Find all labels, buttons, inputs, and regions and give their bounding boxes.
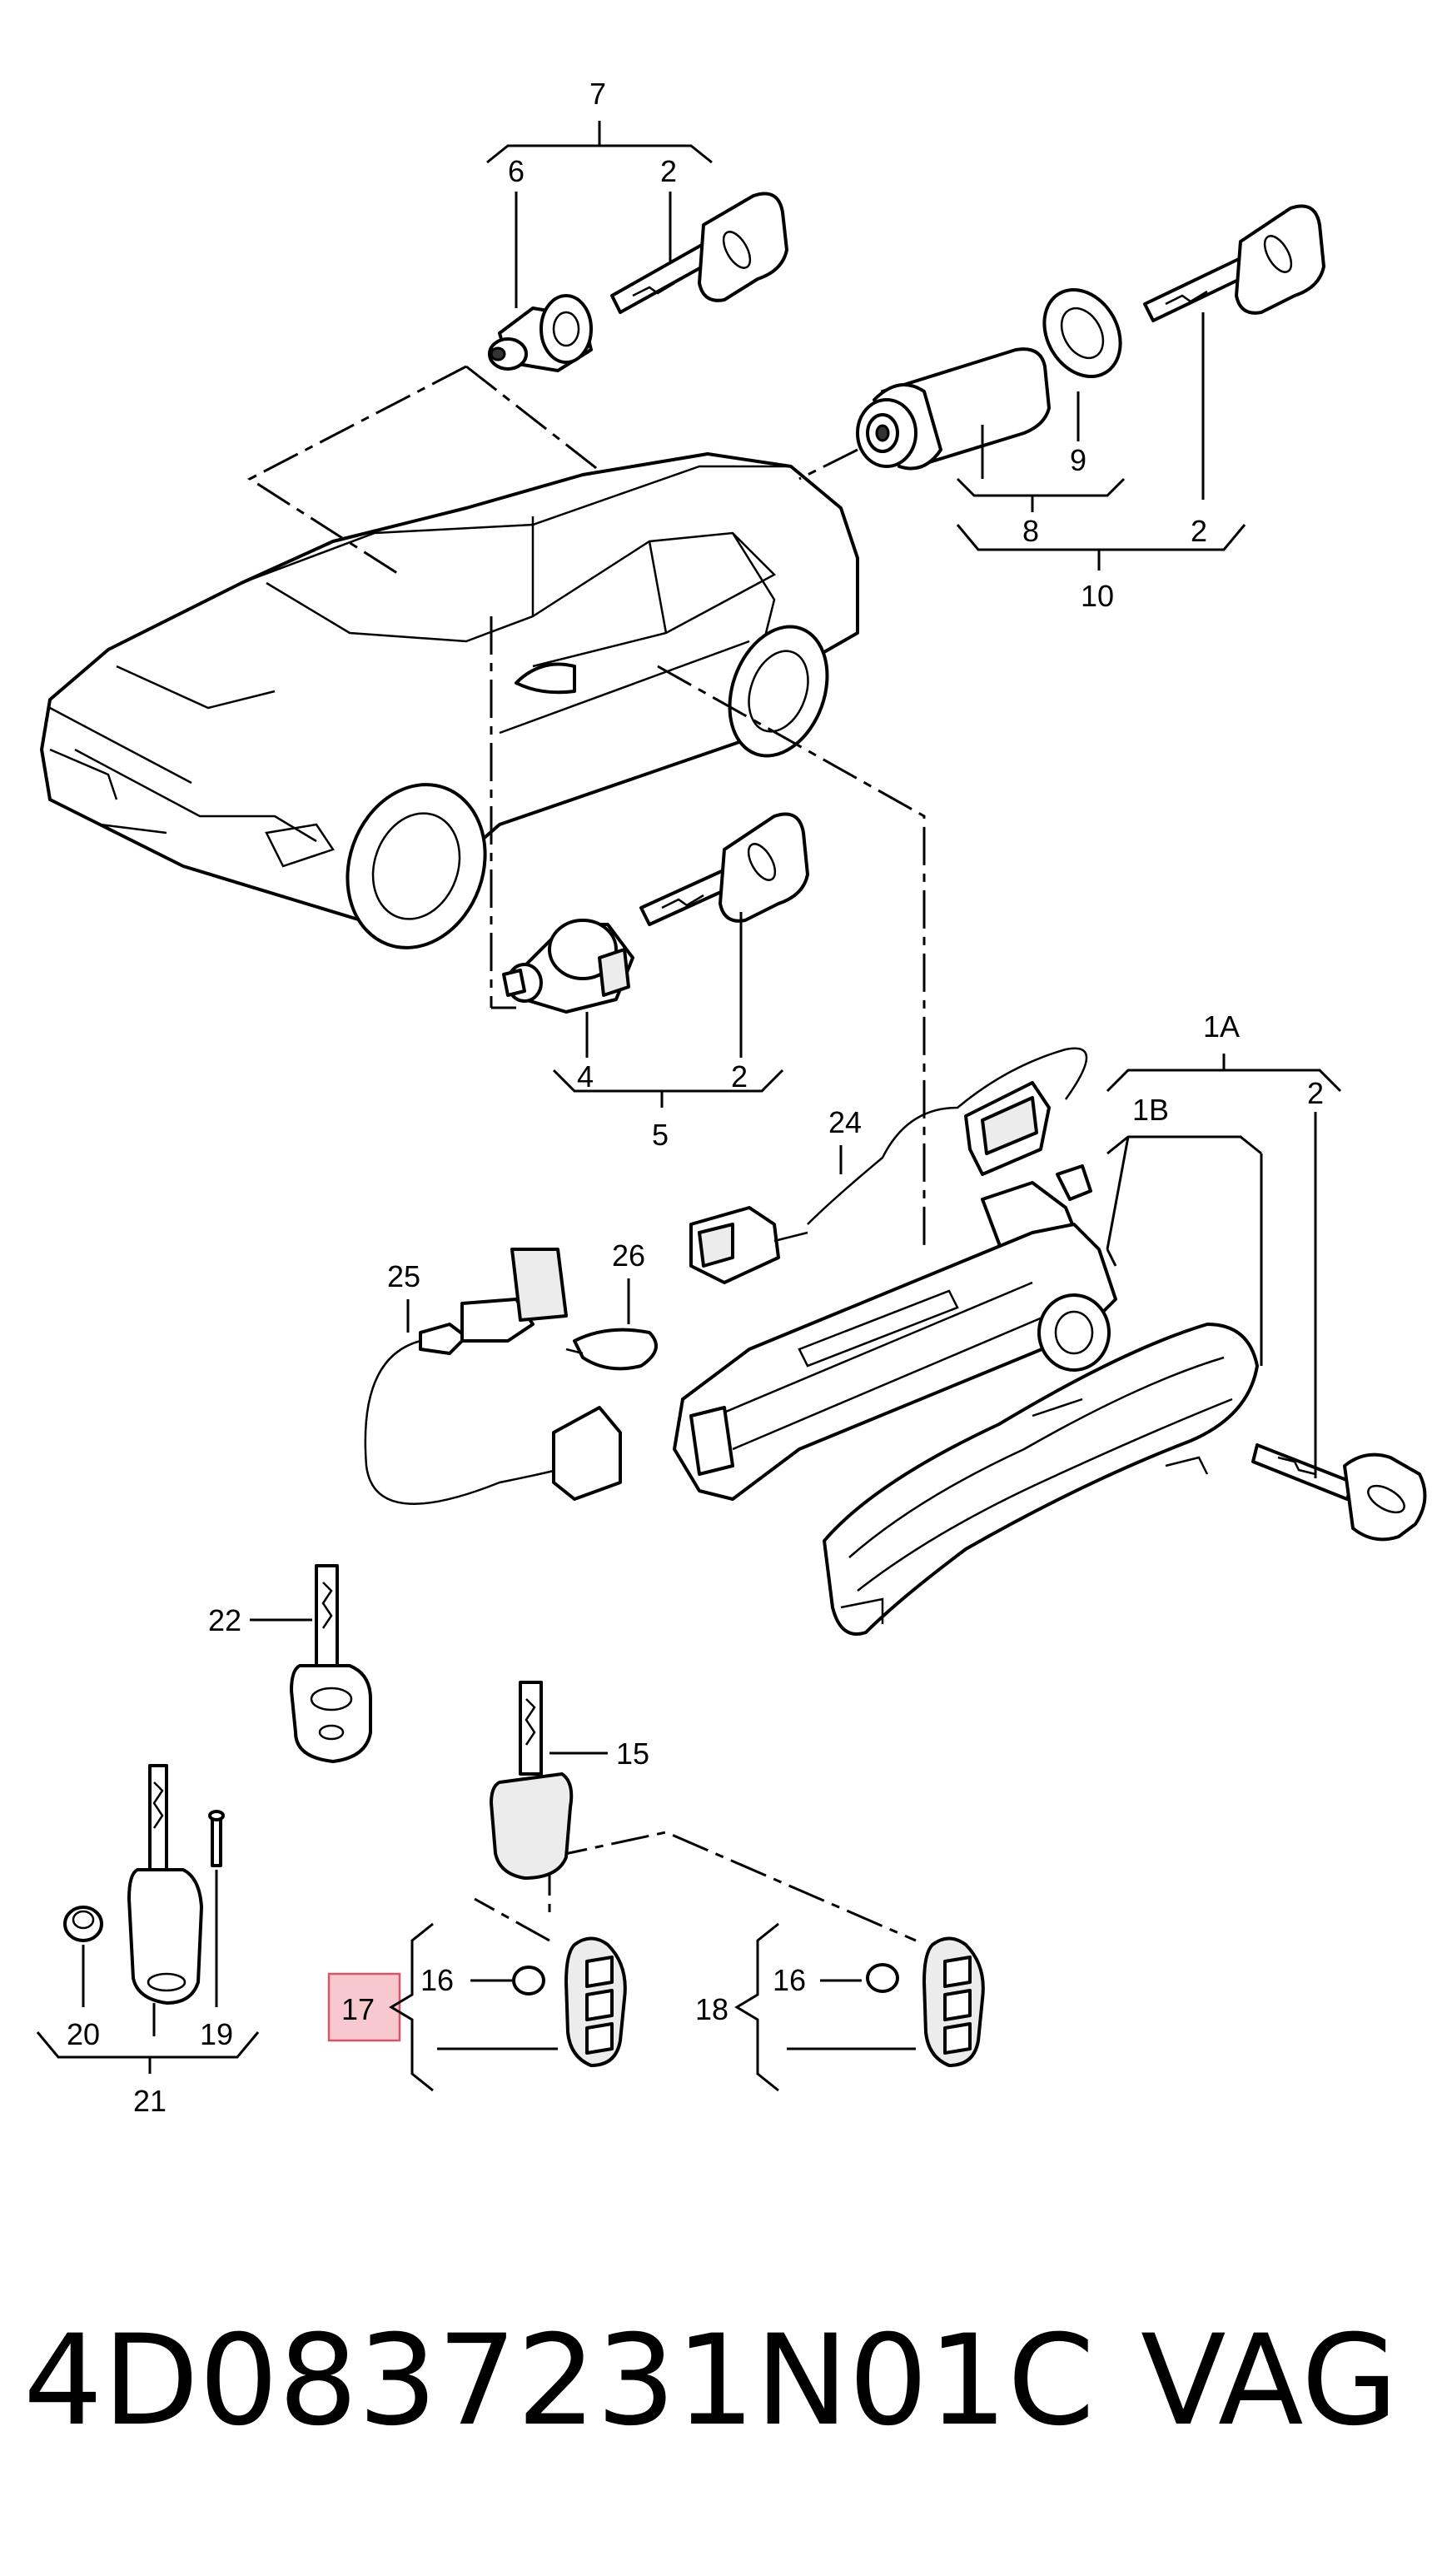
label-22: 22: [208, 1603, 241, 1637]
label-17: 17: [341, 1992, 375, 2026]
label-6: 6: [508, 154, 525, 188]
label-19: 19: [200, 2017, 233, 2051]
part-number: 4D0837231N01C: [23, 2309, 1095, 2454]
lock-cylinder-8: [856, 347, 1051, 471]
lock-cylinder-6: [488, 294, 593, 372]
remote-housing-18: [922, 1936, 985, 2067]
key-15: 15: [490, 1681, 649, 1880]
brand-name: VAG: [1141, 2309, 1398, 2454]
label-16a: 16: [420, 1963, 454, 1997]
cap-20: [63, 1906, 103, 1942]
highlight-17: [327, 1972, 401, 2042]
door-handle-assembly: [364, 1047, 1427, 1636]
label-21: 21: [133, 2084, 167, 2118]
label-1A: 1A: [1203, 1009, 1240, 1044]
pin-19: [208, 1810, 225, 1867]
car-illustration: [40, 452, 859, 949]
label-16b: 16: [773, 1963, 806, 1997]
label-25: 25: [387, 1259, 420, 1293]
label-2b: 2: [1191, 514, 1207, 548]
label-2: 2: [660, 154, 677, 188]
group-21: 20 19 21: [36, 1764, 260, 2118]
group-7: 7 6 2: [486, 77, 788, 372]
group-10: 9 8 2 10: [856, 204, 1325, 613]
key-2-middle: [639, 812, 809, 926]
group-5: 4 2 5: [502, 812, 809, 1152]
key-2-handle: [1251, 1443, 1427, 1542]
label-10: 10: [1081, 579, 1114, 613]
label-24: 24: [828, 1105, 862, 1139]
group-18: 18 16: [695, 1922, 985, 2092]
key-2-right: [1143, 204, 1325, 322]
label-8: 8: [1022, 514, 1039, 548]
key-22: 22: [208, 1564, 372, 1763]
label-2c: 2: [731, 1059, 748, 1094]
ignition-cylinder-4: [502, 919, 634, 1014]
label-9: 9: [1070, 443, 1086, 477]
label-7: 7: [589, 77, 606, 111]
label-2d: 2: [1307, 1076, 1324, 1110]
label-18: 18: [695, 1992, 728, 2026]
remote-housing-17: [564, 1936, 627, 2067]
label-15: 15: [616, 1736, 649, 1771]
label-26: 26: [612, 1238, 645, 1273]
handle-labels: 1A 1B 2 24 25 26: [387, 1009, 1342, 1478]
label-1B: 1B: [1132, 1093, 1169, 1127]
key-21: [127, 1764, 203, 2005]
label-20: 20: [67, 2017, 100, 2051]
key-2-top: [610, 192, 788, 314]
label-5: 5: [652, 1118, 669, 1152]
leader-lines: [247, 365, 926, 1942]
group-17: 17 16: [327, 1922, 627, 2092]
label-4: 4: [577, 1059, 594, 1094]
seal-9: [1042, 287, 1122, 379]
